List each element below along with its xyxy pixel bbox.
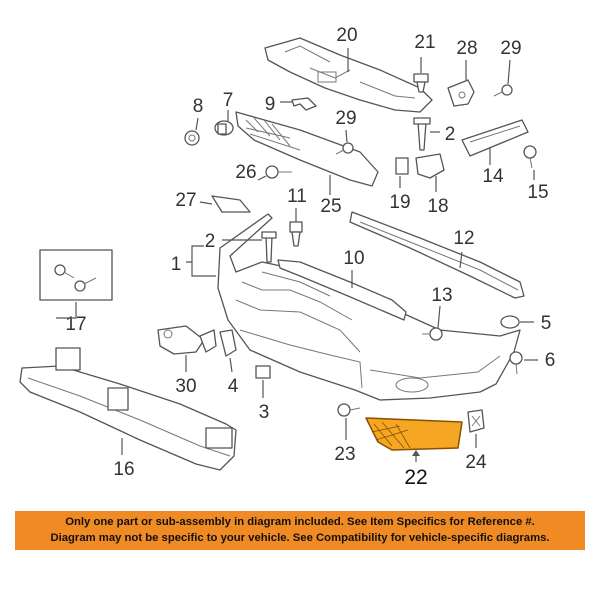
callout-27: 27 (175, 190, 196, 211)
part-16-impact-bar (19, 347, 237, 471)
callout-11: 11 (287, 186, 307, 207)
part-12-reinforcement (349, 211, 525, 299)
part-15-screw (523, 145, 537, 169)
part-6-screw (509, 351, 523, 375)
callout-7: 7 (223, 90, 234, 111)
part-3-nut (255, 365, 271, 379)
callout-15: 15 (527, 182, 548, 203)
callout-21: 21 (414, 32, 435, 53)
part-17-bolt-set (39, 249, 113, 301)
callout-18: 18 (427, 196, 448, 217)
part-23-bolt (337, 403, 361, 417)
part-9-clip (291, 97, 317, 111)
part-11-bolt (289, 221, 303, 247)
callout-4: 4 (228, 376, 239, 397)
callout-2-upper: 2 (445, 124, 456, 145)
callout-29-upper: 29 (500, 38, 521, 59)
parts-diagram: 20 21 28 29 7 8 9 29 2 26 14 15 27 11 25… (19, 25, 556, 489)
callout-14: 14 (482, 166, 504, 187)
part-7-clip (214, 120, 234, 136)
callout-28: 28 (456, 38, 477, 59)
callout-13: 13 (431, 285, 452, 306)
disclaimer-banner: Only one part or sub-assembly in diagram… (15, 511, 585, 550)
callout-10: 10 (343, 248, 364, 269)
callout-19: 19 (389, 192, 410, 213)
part-5-clip (500, 315, 520, 329)
callout-23: 23 (334, 444, 355, 465)
callout-29-center: 29 (335, 108, 356, 129)
part-25-grille (235, 111, 379, 187)
part-2-bolt-upper (413, 117, 431, 151)
callout-1: 1 (171, 254, 182, 275)
part-24-bracket (467, 409, 485, 433)
part-1-bumper-cover (217, 213, 521, 401)
callout-9: 9 (265, 94, 276, 115)
part-19-clip (395, 157, 409, 175)
part-28-bracket (447, 79, 475, 107)
disclaimer-line-2: Diagram may not be specific to your vehi… (50, 532, 550, 544)
callout-5: 5 (541, 313, 552, 334)
part-8-clip (184, 130, 200, 146)
callout-8: 8 (193, 96, 204, 117)
callout-30: 30 (175, 376, 196, 397)
callout-2-lower: 2 (205, 231, 216, 252)
part-10-garnish (277, 259, 407, 321)
callout-17: 17 (65, 314, 86, 335)
part-29-screw-center (335, 142, 354, 155)
callout-6: 6 (545, 350, 556, 371)
part-2-bolt-lower (261, 231, 277, 263)
callout-16: 16 (113, 459, 134, 480)
part-26-bolt (265, 165, 292, 179)
callout-22-highlighted: 22 (404, 466, 427, 489)
part-22-highlighted-cover (365, 417, 463, 451)
part-13-clip (422, 327, 443, 341)
part-27-bracket (211, 195, 251, 213)
part-21-clip (413, 73, 429, 93)
callout-3: 3 (259, 402, 270, 423)
part-4-bracket (219, 329, 237, 357)
callout-24: 24 (465, 452, 487, 473)
callout-25: 25 (320, 196, 341, 217)
callout-20: 20 (336, 25, 357, 46)
callout-12: 12 (453, 228, 474, 249)
callout-26: 26 (235, 162, 256, 183)
part-20-support-cover (264, 37, 433, 113)
part-14-bracket (461, 119, 529, 157)
part-18-bracket (415, 153, 445, 179)
part-30-sensor-bracket (157, 325, 217, 355)
disclaimer-line-1: Only one part or sub-assembly in diagram… (65, 516, 535, 528)
part-29-screw-upper (493, 84, 513, 97)
